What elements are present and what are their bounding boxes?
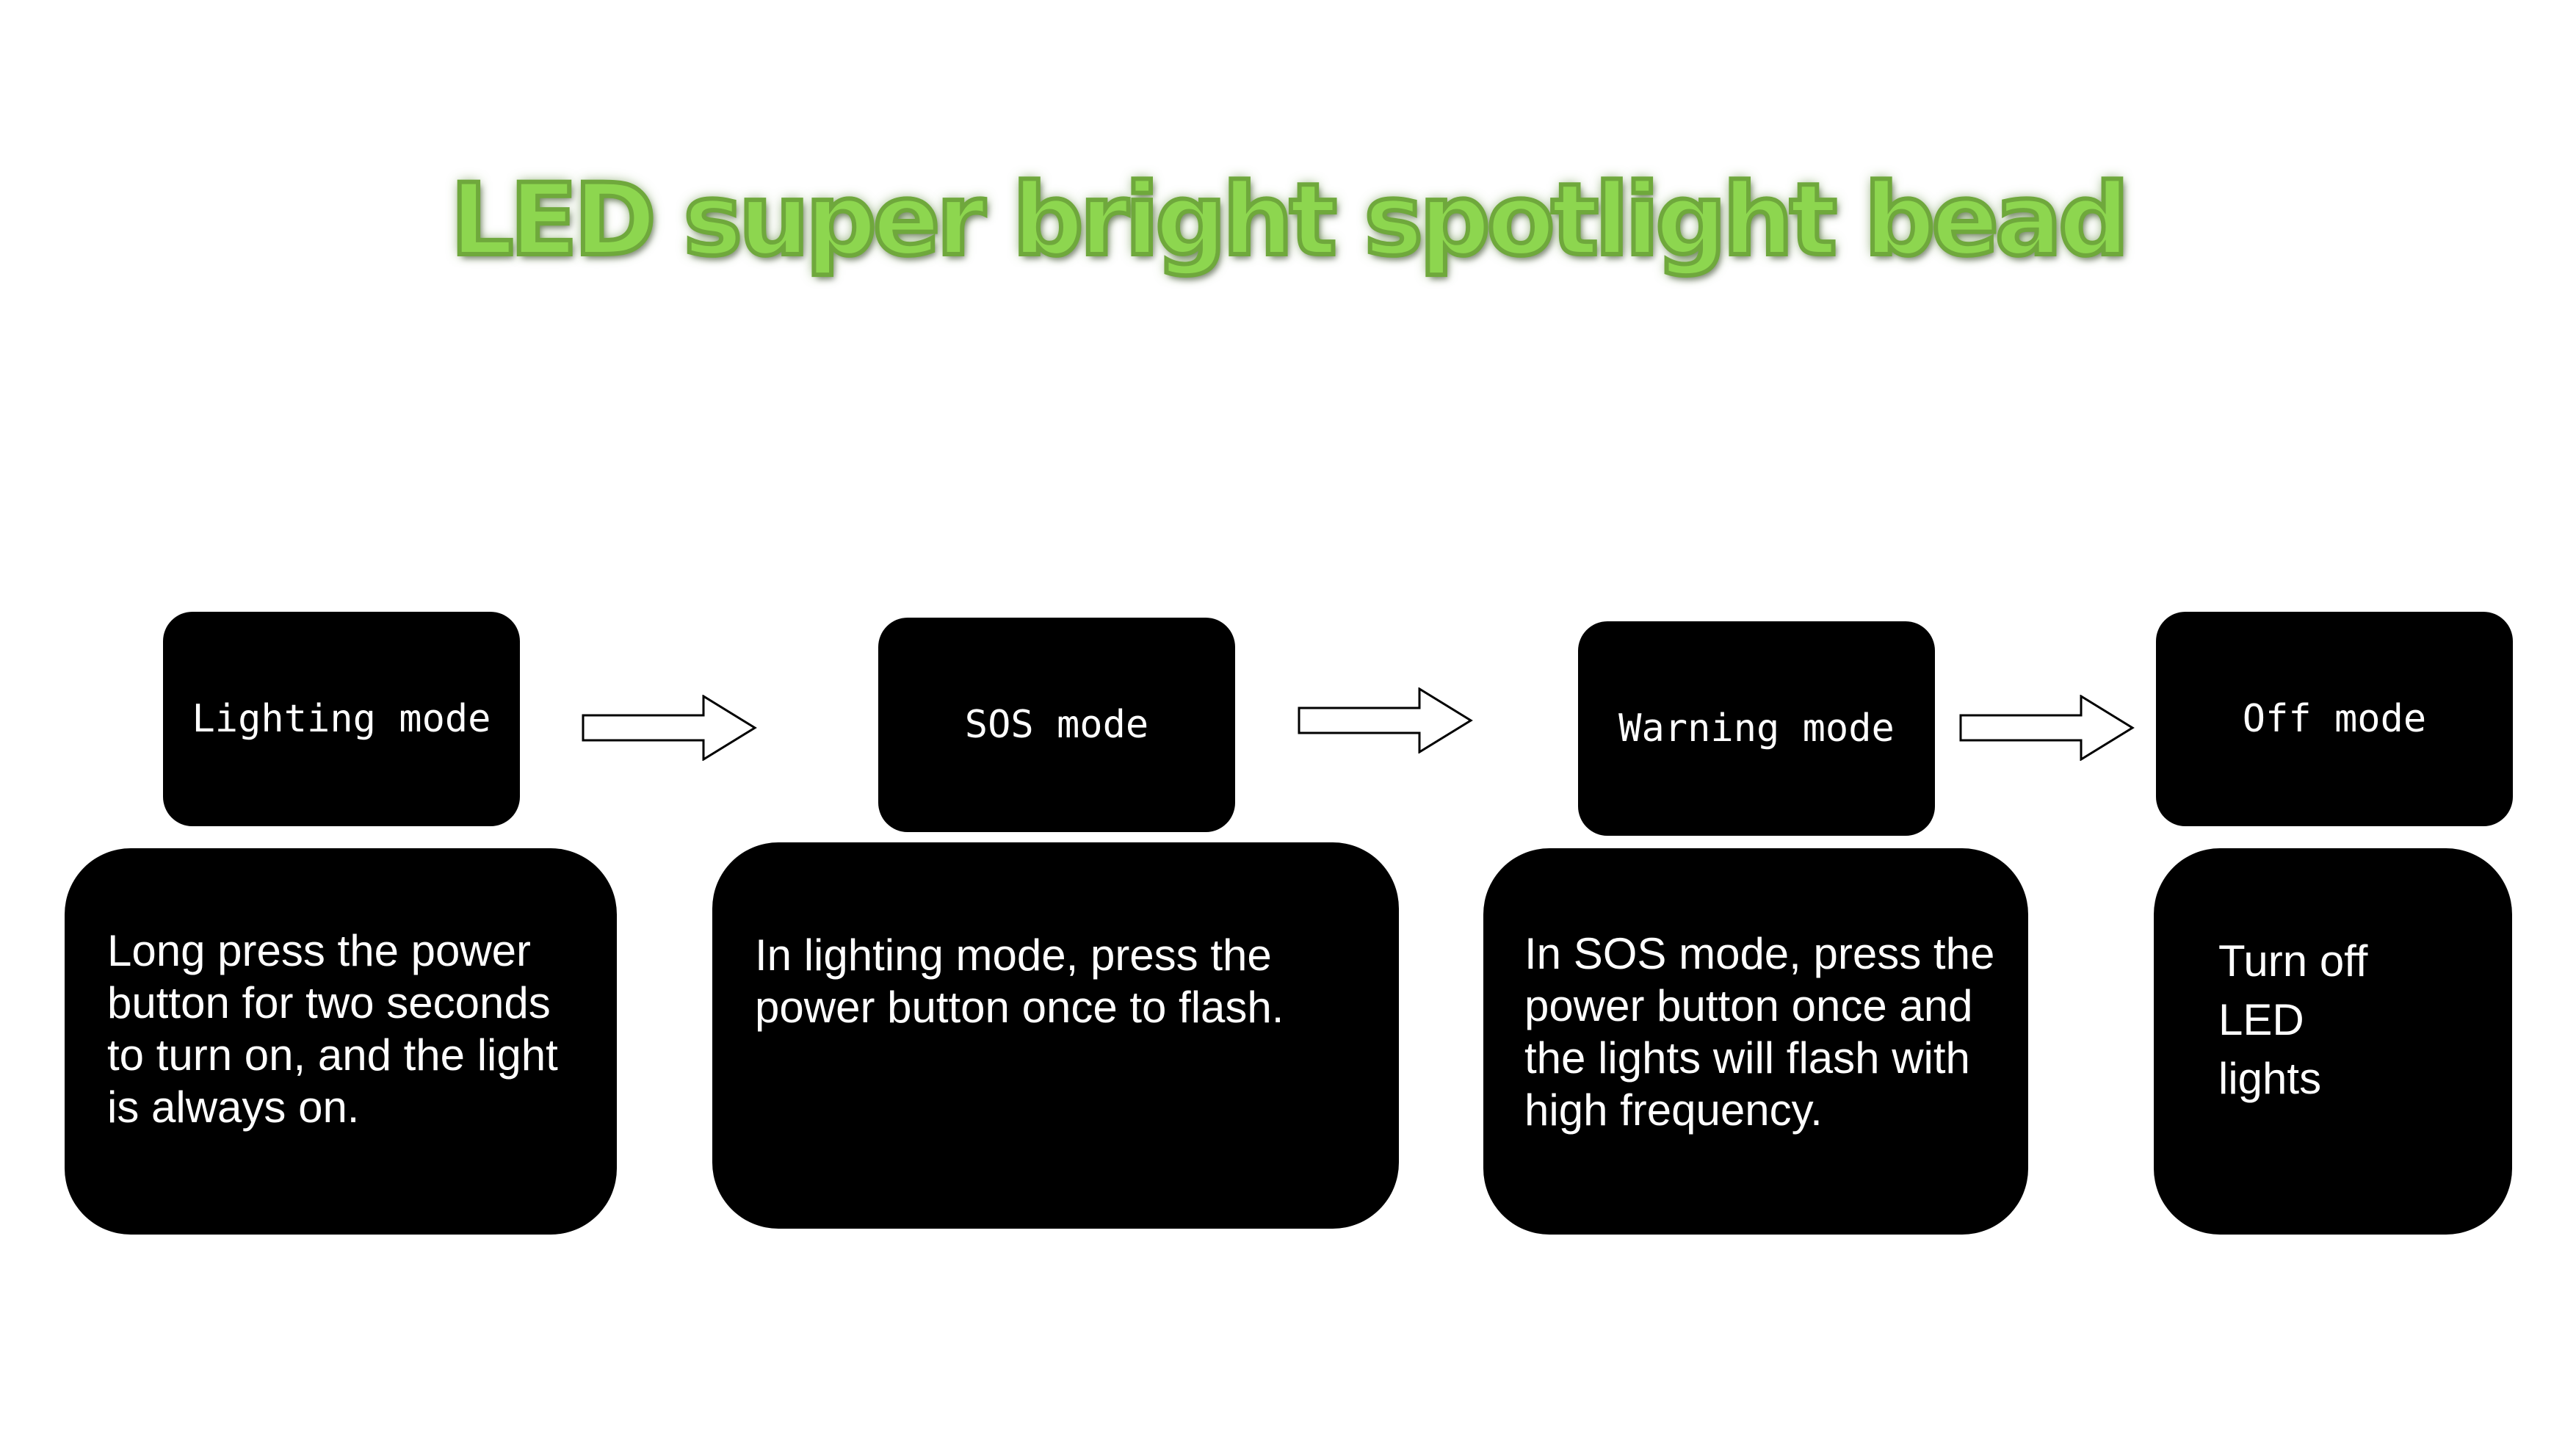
description-text: Long press the power button for two seco… — [107, 926, 558, 1132]
right-arrow-icon — [582, 695, 757, 761]
description-text: In lighting mode, press the power button… — [755, 931, 1284, 1032]
page-title: LED super bright spotlight bead — [448, 160, 2131, 280]
mode-description-off: Turn off LED lights — [2154, 848, 2512, 1235]
mode-box-off: Off mode — [2156, 612, 2513, 826]
mode-description-lighting: Long press the power button for two seco… — [65, 848, 617, 1235]
right-arrow-icon — [1298, 687, 1473, 754]
mode-description-warning: In SOS mode, press the power button once… — [1483, 848, 2028, 1235]
description-text: Turn off LED lights — [2218, 936, 2368, 1103]
right-arrow-icon — [1959, 695, 2135, 761]
mode-box-warning: Warning mode — [1578, 621, 1935, 836]
mode-box-sos: SOS mode — [878, 618, 1235, 832]
mode-box-lighting: Lighting mode — [163, 612, 520, 826]
mode-description-sos: In lighting mode, press the power button… — [712, 842, 1399, 1229]
description-text: In SOS mode, press the power button once… — [1524, 929, 1995, 1135]
